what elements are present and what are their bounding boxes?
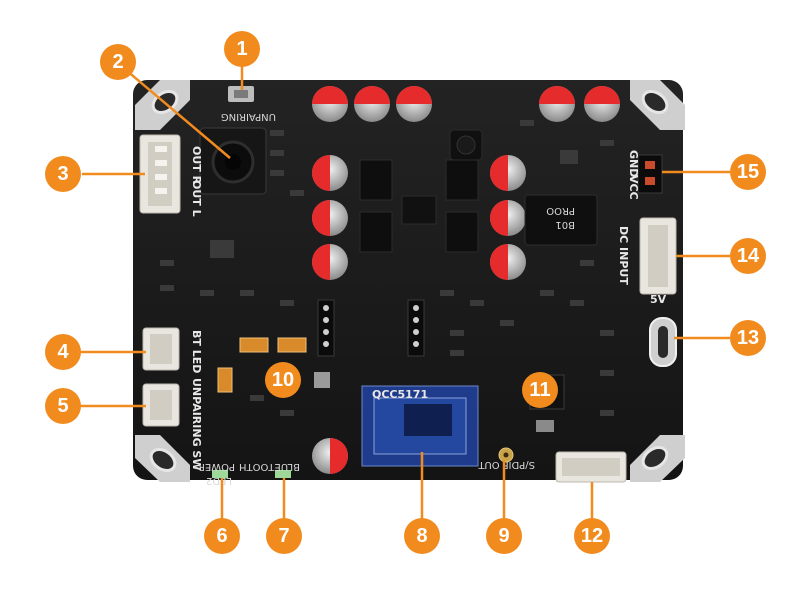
usb-c-port [649, 317, 677, 367]
svg-text:14: 14 [737, 245, 760, 267]
bottom-capacitor [312, 438, 348, 474]
inductor [449, 129, 483, 161]
callout-7: 7 [266, 518, 302, 554]
spdif-connector [555, 451, 627, 483]
mounting-hole-bl [135, 435, 190, 482]
callout-6: 6 [204, 518, 240, 554]
svg-text:5: 5 [57, 395, 68, 417]
svg-text:7: 7 [278, 525, 289, 547]
svg-text:2: 2 [112, 51, 123, 73]
svg-text:10: 10 [272, 369, 294, 391]
dc-input-label: DC INPUT [617, 226, 630, 285]
power-led [212, 470, 228, 478]
callout-lines [80, 66, 730, 520]
svg-text:6: 6 [216, 525, 227, 547]
out-connector [139, 134, 181, 214]
mid-capacitors-left [312, 155, 348, 280]
unpairing-sw-connector [142, 383, 180, 427]
bluetooth-label: BLUETOOTH [239, 461, 300, 472]
svg-text:15: 15 [737, 161, 759, 183]
callout-12: 12 [574, 518, 610, 554]
b01-label: B01 [555, 219, 575, 230]
callout-2: 2 [100, 44, 136, 80]
svg-text:4: 4 [57, 341, 69, 363]
power-inductor [524, 194, 598, 246]
spdif-out-label: S/PDIF OUT [477, 459, 535, 470]
callout-10: 10 [265, 362, 301, 398]
top-capacitors [312, 86, 620, 122]
spdif-out-connector [498, 447, 514, 463]
audio-jack [199, 127, 267, 195]
qcc5171-module [361, 385, 479, 467]
svg-text:1: 1 [236, 38, 247, 60]
callout-9: 9 [486, 518, 522, 554]
gnd-vcc-header [637, 154, 663, 194]
callout-13: 13 [730, 320, 766, 356]
five-v-label: 5V [650, 293, 667, 306]
unpairing-sw-label: UNPAIRING SW [190, 378, 203, 470]
svg-text:8: 8 [416, 525, 427, 547]
callout-14: 14 [730, 238, 766, 274]
pin-header [317, 299, 425, 357]
unpairing-label: UNPAIRING [221, 111, 276, 122]
callout-5: 5 [45, 388, 81, 424]
out-r-label: OUT R [190, 146, 203, 185]
svg-text:13: 13 [737, 327, 759, 349]
vcc-label: VCC [627, 175, 640, 200]
unpairing-switch [228, 86, 254, 102]
power-label: POWER [198, 461, 235, 472]
tactile-button [314, 372, 330, 388]
callout-3: 3 [45, 156, 81, 192]
callout-4: 4 [45, 334, 81, 370]
proo-label: PROO [546, 205, 575, 216]
svg-text:12: 12 [581, 525, 603, 547]
out-l-label: OUT L [190, 180, 203, 217]
gnd-label: GND [627, 150, 640, 177]
qcc5171-label: QCC5171 [372, 388, 428, 401]
tantalum-caps [217, 337, 307, 393]
callout-15: 15 [730, 154, 766, 190]
smd-components [160, 120, 614, 416]
amplifier-chips [359, 159, 479, 253]
callout-8: 8 [404, 518, 440, 554]
bluetooth-led [275, 470, 291, 478]
dc-input-connector [639, 217, 677, 295]
mounting-hole-tr [630, 80, 685, 130]
callout-1: 1 [224, 31, 260, 67]
svg-text:9: 9 [498, 525, 509, 547]
bt-led-label: BT LED [190, 330, 203, 373]
bt-led-connector [142, 327, 180, 371]
svg-text:11: 11 [529, 379, 550, 401]
mid-capacitors-right [490, 155, 526, 280]
callout-11: 11 [522, 372, 558, 408]
led2-label: LED2 [206, 475, 232, 486]
mounting-hole-br [630, 435, 685, 482]
svg-text:3: 3 [57, 163, 68, 185]
